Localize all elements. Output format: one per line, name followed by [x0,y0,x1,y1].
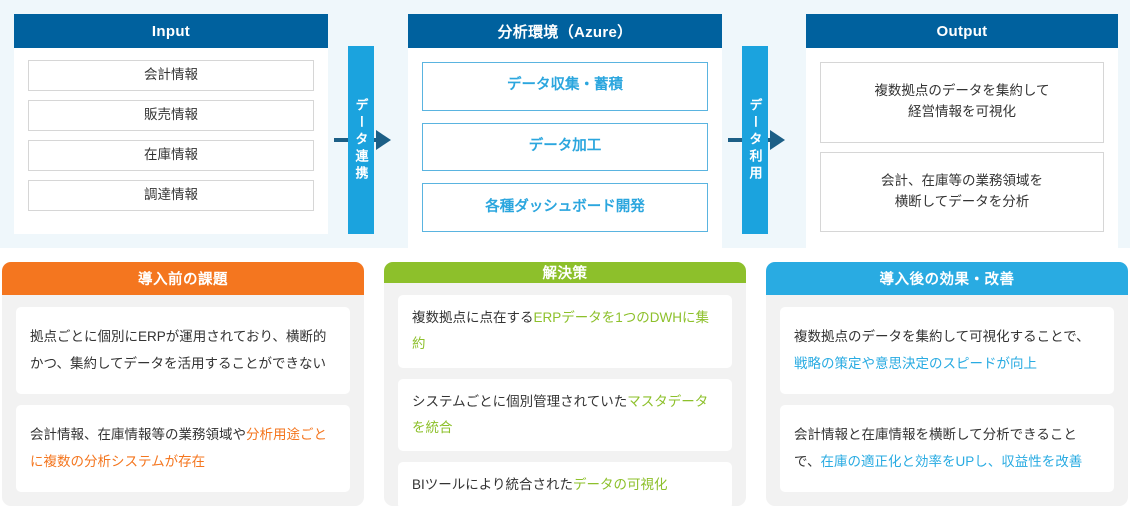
arrow-head-icon [770,130,785,150]
note-box: 会計情報、在庫情報等の業務領域や分析用途ごとに複数の分析システムが存在 [16,405,350,492]
note-box: 拠点ごとに個別にERPが運用されており、横断的かつ、集約してデータを活用すること… [16,307,350,394]
note-text: 複数拠点に点在する [412,310,534,325]
panel-output: Output 複数拠点のデータを集約して 経営情報を可視化 会計、在庫等の業務領… [806,14,1118,248]
card-after: 導入後の効果・改善 複数拠点のデータを集約して可視化することで、戦略の策定や意思… [766,262,1128,506]
note-box: 複数拠点のデータを集約して可視化することで、戦略の策定や意思決定のスピードが向上 [780,307,1114,394]
panel-input-body: 会計情報 販売情報 在庫情報 調達情報 [14,48,328,234]
flow-section: Input 会計情報 販売情報 在庫情報 調達情報 データ連携 分析環境（Azu… [0,0,1130,248]
note-highlight: マスタデータを統合 [412,393,709,435]
card-solution-body: 複数拠点に点在するERPデータを1つのDWHに集約システムごとに個別管理されてい… [384,283,746,506]
panel-center-body: データ収集・蓄積 データ加工 各種ダッシュボード開発 [408,48,722,248]
connector-data-linkage: データ連携 [334,46,396,234]
note-text: システムごとに個別管理されていた [412,393,628,409]
card-after-body: 複数拠点のデータを集約して可視化することで、戦略の策定や意思決定のスピードが向上… [766,295,1128,506]
note-box: BIツールにより統合されたデータの可視化 [398,462,732,506]
arrow-head-icon [376,130,391,150]
note-text: 会計情報、在庫情報等の業務領域や [30,427,246,443]
connector-label-data-linkage: データ連携 [348,46,374,234]
output-item: 会計、在庫等の業務領域を 横断してデータを分析 [820,151,1104,232]
card-solution-title: 解決策 [384,262,746,283]
panel-input: Input 会計情報 販売情報 在庫情報 調達情報 [14,14,328,234]
note-highlight: 戦略の策定や意思決定のスピードが向上 [794,355,1037,371]
note-text: 会計情報と在庫情報を横断して分析できることで、 [794,427,1077,469]
input-item: 会計情報 [28,60,314,91]
card-before: 導入前の課題 拠点ごとに個別にERPが運用されており、横断的かつ、集約してデータ… [2,262,364,506]
panel-center-title: 分析環境（Azure） [408,14,722,48]
note-box: システムごとに個別管理されていたマスタデータを統合 [398,378,732,452]
output-item: 複数拠点のデータを集約して 経営情報を可視化 [820,62,1104,143]
card-before-title: 導入前の課題 [2,262,364,295]
panel-output-body: 複数拠点のデータを集約して 経営情報を可視化 会計、在庫等の業務領域を 横断して… [806,48,1118,248]
note-text: BIツールにより統合された [412,477,573,493]
note-highlight: 分析用途ごとに複数の分析システムが存在 [30,427,327,469]
connector-data-usage: データ利用 [728,46,790,234]
center-item: データ収集・蓄積 [422,62,708,111]
card-before-body: 拠点ごとに個別にERPが運用されており、横断的かつ、集約してデータを活用すること… [2,295,364,506]
note-highlight: 在庫の適正化と効率をUPし、収益性を改善 [820,453,1083,469]
panel-output-title: Output [806,14,1118,48]
input-item: 販売情報 [28,100,314,131]
center-item: 各種ダッシュボード開発 [422,183,708,233]
input-item: 在庫情報 [28,140,314,171]
card-solution: 解決策 複数拠点に点在するERPデータを1つのDWHに集約システムごとに個別管理… [384,262,746,506]
center-item: データ加工 [422,122,708,172]
cards-section: 導入前の課題 拠点ごとに個別にERPが運用されており、横断的かつ、集約してデータ… [0,262,1130,506]
note-box: 複数拠点に点在するERPデータを1つのDWHに集約 [398,295,732,368]
connector-label-data-usage: データ利用 [742,46,768,234]
input-item: 調達情報 [28,180,314,211]
panel-analysis-environment: 分析環境（Azure） データ収集・蓄積 データ加工 各種ダッシュボード開発 [408,14,722,248]
note-highlight: データの可視化 [573,477,668,493]
panel-input-title: Input [14,14,328,48]
note-highlight: ERPデータを1つのDWHに集約 [412,310,710,352]
note-text: 拠点ごとに個別にERPが運用されており、横断的かつ、集約してデータを活用すること… [30,329,327,371]
note-text: 複数拠点のデータを集約して可視化することで、 [794,329,1090,345]
note-box: 会計情報と在庫情報を横断して分析できることで、在庫の適正化と効率をUPし、収益性… [780,405,1114,492]
card-after-title: 導入後の効果・改善 [766,262,1128,295]
